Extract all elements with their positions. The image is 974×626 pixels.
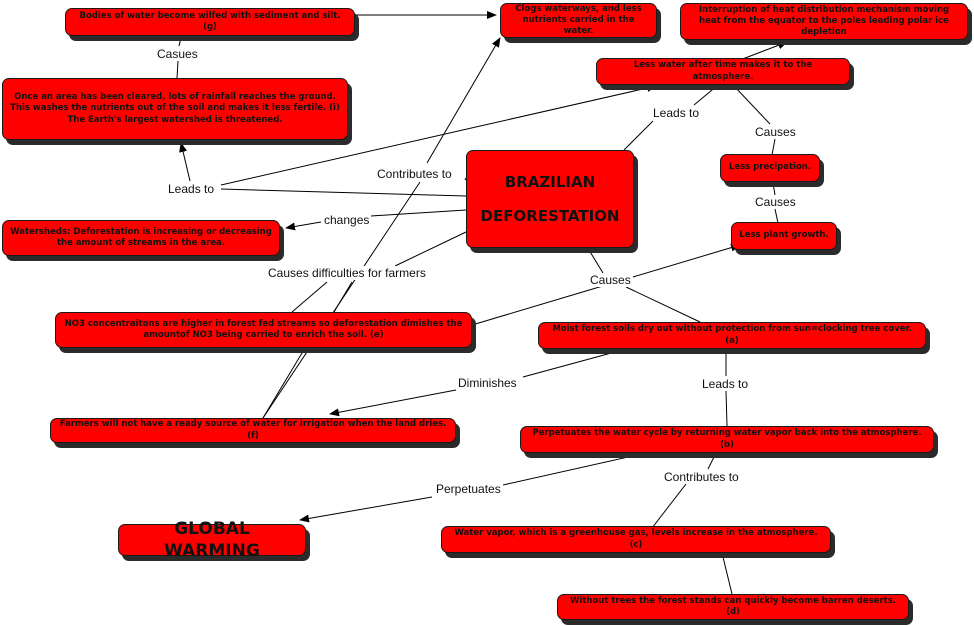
label-contributes-to-bottom: Contributes to <box>662 470 741 484</box>
edge-casues-to-bodies <box>178 37 182 47</box>
edge-contributes-to-clogs <box>426 37 501 164</box>
edge-center-to-changes <box>370 209 467 217</box>
node-once-cleared[interactable]: Once an area has been cleared, lots of r… <box>2 78 348 140</box>
edge-difficulties-to-no3a <box>291 281 328 313</box>
node-water-vapor[interactable]: Water vapor, which is a greenhouse gas, … <box>441 526 831 553</box>
node-barren-deserts-text: Without trees the forest stands can quic… <box>570 595 896 617</box>
label-perpetuates: Perpetuates <box>434 482 503 496</box>
edge-difficulties-to-no3b <box>333 281 353 313</box>
node-clogs-waterways-text: Clogs waterways, and less nutrients carr… <box>515 3 642 37</box>
edge-no3-to-farmers <box>262 347 306 419</box>
node-brazilian-deforestation[interactable]: BRAZILIAN DEFORESTATION <box>466 150 634 248</box>
label-changes: changes <box>322 213 372 227</box>
node-less-water-text: Less water after time makes it to the at… <box>633 60 813 82</box>
label-leads-to-top: Leads to <box>651 106 702 120</box>
edge-diminishes-to-farmers <box>329 389 457 417</box>
node-watersheds-text: Watersheds: Deforestation is increasing … <box>10 226 272 248</box>
edge-cleared-to-casues <box>176 60 179 79</box>
node-less-precipitation-text: Less precipation. <box>728 162 812 173</box>
edge-cycle-to-perpetuates <box>502 452 647 486</box>
center-title-line2: DEFORESTATION <box>480 207 620 225</box>
node-bodies-of-water[interactable]: Bodies of water become wilfed with sedim… <box>65 8 355 36</box>
edge-perpetuates-to-gw <box>299 496 433 523</box>
node-perpetuates-water-cycle-text: Perpetuates the water cycle by returning… <box>532 428 922 450</box>
edge-lesswater-to-interruption <box>739 41 788 61</box>
label-causes-center: Causes <box>588 273 633 287</box>
edge-vapor-to-barren <box>721 552 733 595</box>
node-global-warming[interactable]: GLOBAL WARMING <box>118 519 306 561</box>
edge-center-to-contributes <box>464 177 467 181</box>
edge-leadsto-top-to-lesswater <box>693 84 719 106</box>
node-moist-soils-text: Moist forest soils dry out without prote… <box>552 324 912 346</box>
node-moist-soils[interactable]: Moist forest soils dry out without prote… <box>538 322 926 349</box>
node-perpetuates-water-cycle[interactable]: Perpetuates the water cycle by returning… <box>520 426 934 453</box>
label-casues: Casues <box>155 47 200 61</box>
node-clogs-waterways[interactable]: Clogs waterways, and less nutrients carr… <box>500 3 657 38</box>
node-less-plant-growth[interactable]: Less plant growth. <box>731 222 837 250</box>
edge-causes-to-moist <box>625 286 701 323</box>
edge-lesswater-to-causes <box>733 85 771 125</box>
label-leads-to-left: Leads to <box>166 182 217 196</box>
edge-center-to-leadsto-left <box>220 188 467 197</box>
node-farmers-text: Farmers will not have a ready source of … <box>59 419 447 441</box>
edge-changes-to-watersheds <box>285 221 322 231</box>
edge-causes-to-lessplant <box>774 208 779 224</box>
center-title-line1: BRAZILIAN <box>504 173 596 191</box>
node-bodies-of-water-text: Bodies of water become wilfed with sedim… <box>79 10 341 32</box>
edge-causes-to-lessprecip <box>771 138 776 156</box>
edge-center-to-causes <box>588 249 604 274</box>
node-water-vapor-text: Water vapor, which is a greenhouse gas, … <box>454 528 818 550</box>
label-causes-difficulties: Causes difficulties for farmers <box>266 266 428 280</box>
node-less-plant-growth-text: Less plant growth. <box>739 230 829 241</box>
node-barren-deserts[interactable]: Without trees the forest stands can quic… <box>557 594 909 620</box>
label-contributes-to-top: Contributes to <box>375 167 454 181</box>
node-less-precipitation[interactable]: Less precipation. <box>720 154 820 182</box>
label-causes-right1: Causes <box>753 125 798 139</box>
edge-leadsto-to-lesswater <box>220 84 657 186</box>
node-watersheds[interactable]: Watersheds: Deforestation is increasing … <box>2 220 280 256</box>
node-no3-text: NO3 concentraitons are higher in forest … <box>64 318 463 340</box>
edge-moist-to-diminishes <box>522 348 627 378</box>
edge-lessprecip-to-causes <box>772 182 776 196</box>
edge-cycle-to-contributes <box>707 452 717 470</box>
node-interruption[interactable]: Interruption of heat distribution mechan… <box>680 3 968 40</box>
label-diminishes: Diminishes <box>456 376 519 390</box>
node-less-water[interactable]: Less water after time makes it to the at… <box>596 58 850 85</box>
label-causes-right2: Causes <box>753 195 798 209</box>
label-leads-to-bottom: Leads to <box>700 377 751 391</box>
node-no3[interactable]: NO3 concentraitons are higher in forest … <box>55 312 472 348</box>
edge-center-to-leadsto-top <box>623 120 654 151</box>
node-global-warming-text: GLOBAL WARMING <box>164 518 260 561</box>
node-farmers[interactable]: Farmers will not have a ready source of … <box>50 418 456 443</box>
node-once-cleared-text: Once an area has been cleared, lots of r… <box>10 92 340 125</box>
edge-leadsto-to-cleared <box>179 142 191 182</box>
edge-contributes-to-vapor <box>651 483 687 529</box>
edge-leadsto-to-perpetuates <box>725 390 728 427</box>
edge-center-to-difficulties <box>394 231 467 267</box>
node-interruption-text: Interruption of heat distribution mechan… <box>698 4 950 38</box>
